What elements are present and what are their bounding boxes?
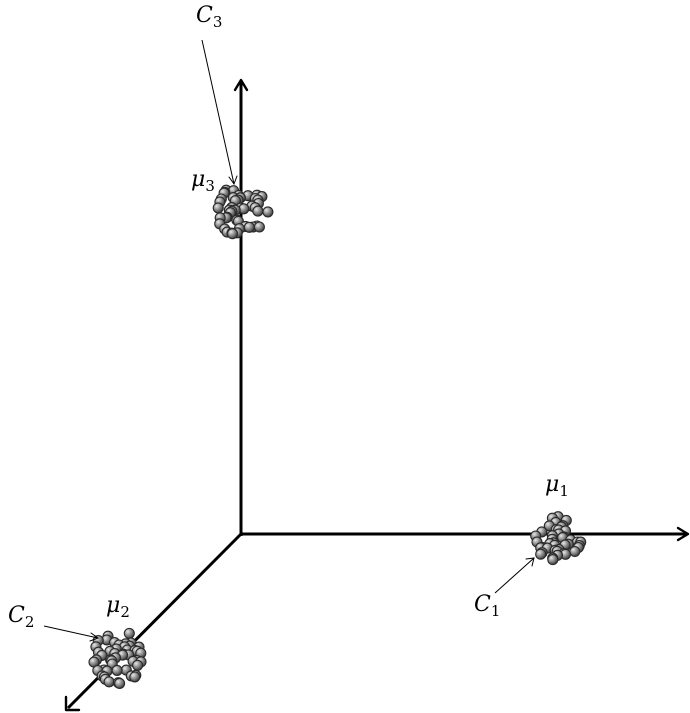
labels: μ1 C1 μ2 C2 μ3 C3 — [8, 3, 569, 631]
cluster-label-3: C3 — [196, 3, 222, 31]
sphere-point — [132, 659, 144, 671]
axis-y-arrowhead — [64, 695, 81, 712]
cluster-label-1: C1 — [474, 592, 500, 620]
pointer-c3-head — [228, 175, 238, 186]
sphere-point — [123, 627, 135, 639]
sphere-point — [569, 545, 581, 558]
pointer-c2 — [43, 625, 99, 639]
pointer-c1 — [494, 557, 535, 594]
mean-label-3: μ3 — [191, 167, 215, 195]
axis-x-arrowhead — [676, 526, 690, 542]
sphere-point — [114, 677, 126, 689]
mean-label-1: μ1 — [545, 472, 569, 500]
cluster-c2-points — [88, 627, 147, 689]
axis-y — [66, 531, 244, 710]
sphere-point — [535, 548, 547, 560]
axis-z-arrowhead — [233, 78, 249, 92]
cluster-c1-points — [530, 511, 587, 566]
sphere-point — [252, 205, 264, 217]
pointer-c2-head — [89, 632, 100, 642]
sphere-point — [111, 664, 123, 676]
pointer-c1-head — [525, 557, 535, 567]
sphere-point — [243, 221, 255, 233]
mean-label-2: μ2 — [106, 593, 130, 621]
pointer-c3 — [201, 39, 235, 185]
cluster-label-2: C2 — [8, 603, 34, 631]
sphere-point — [547, 554, 559, 566]
sphere-point — [226, 228, 239, 240]
sphere-point — [253, 221, 265, 233]
axes — [64, 78, 690, 712]
cluster-c3-points — [212, 184, 274, 240]
sphere-point — [103, 676, 115, 688]
sphere-point — [212, 202, 224, 214]
pointers — [43, 39, 535, 642]
sphere-point — [129, 671, 141, 683]
sphere-point — [262, 206, 274, 218]
